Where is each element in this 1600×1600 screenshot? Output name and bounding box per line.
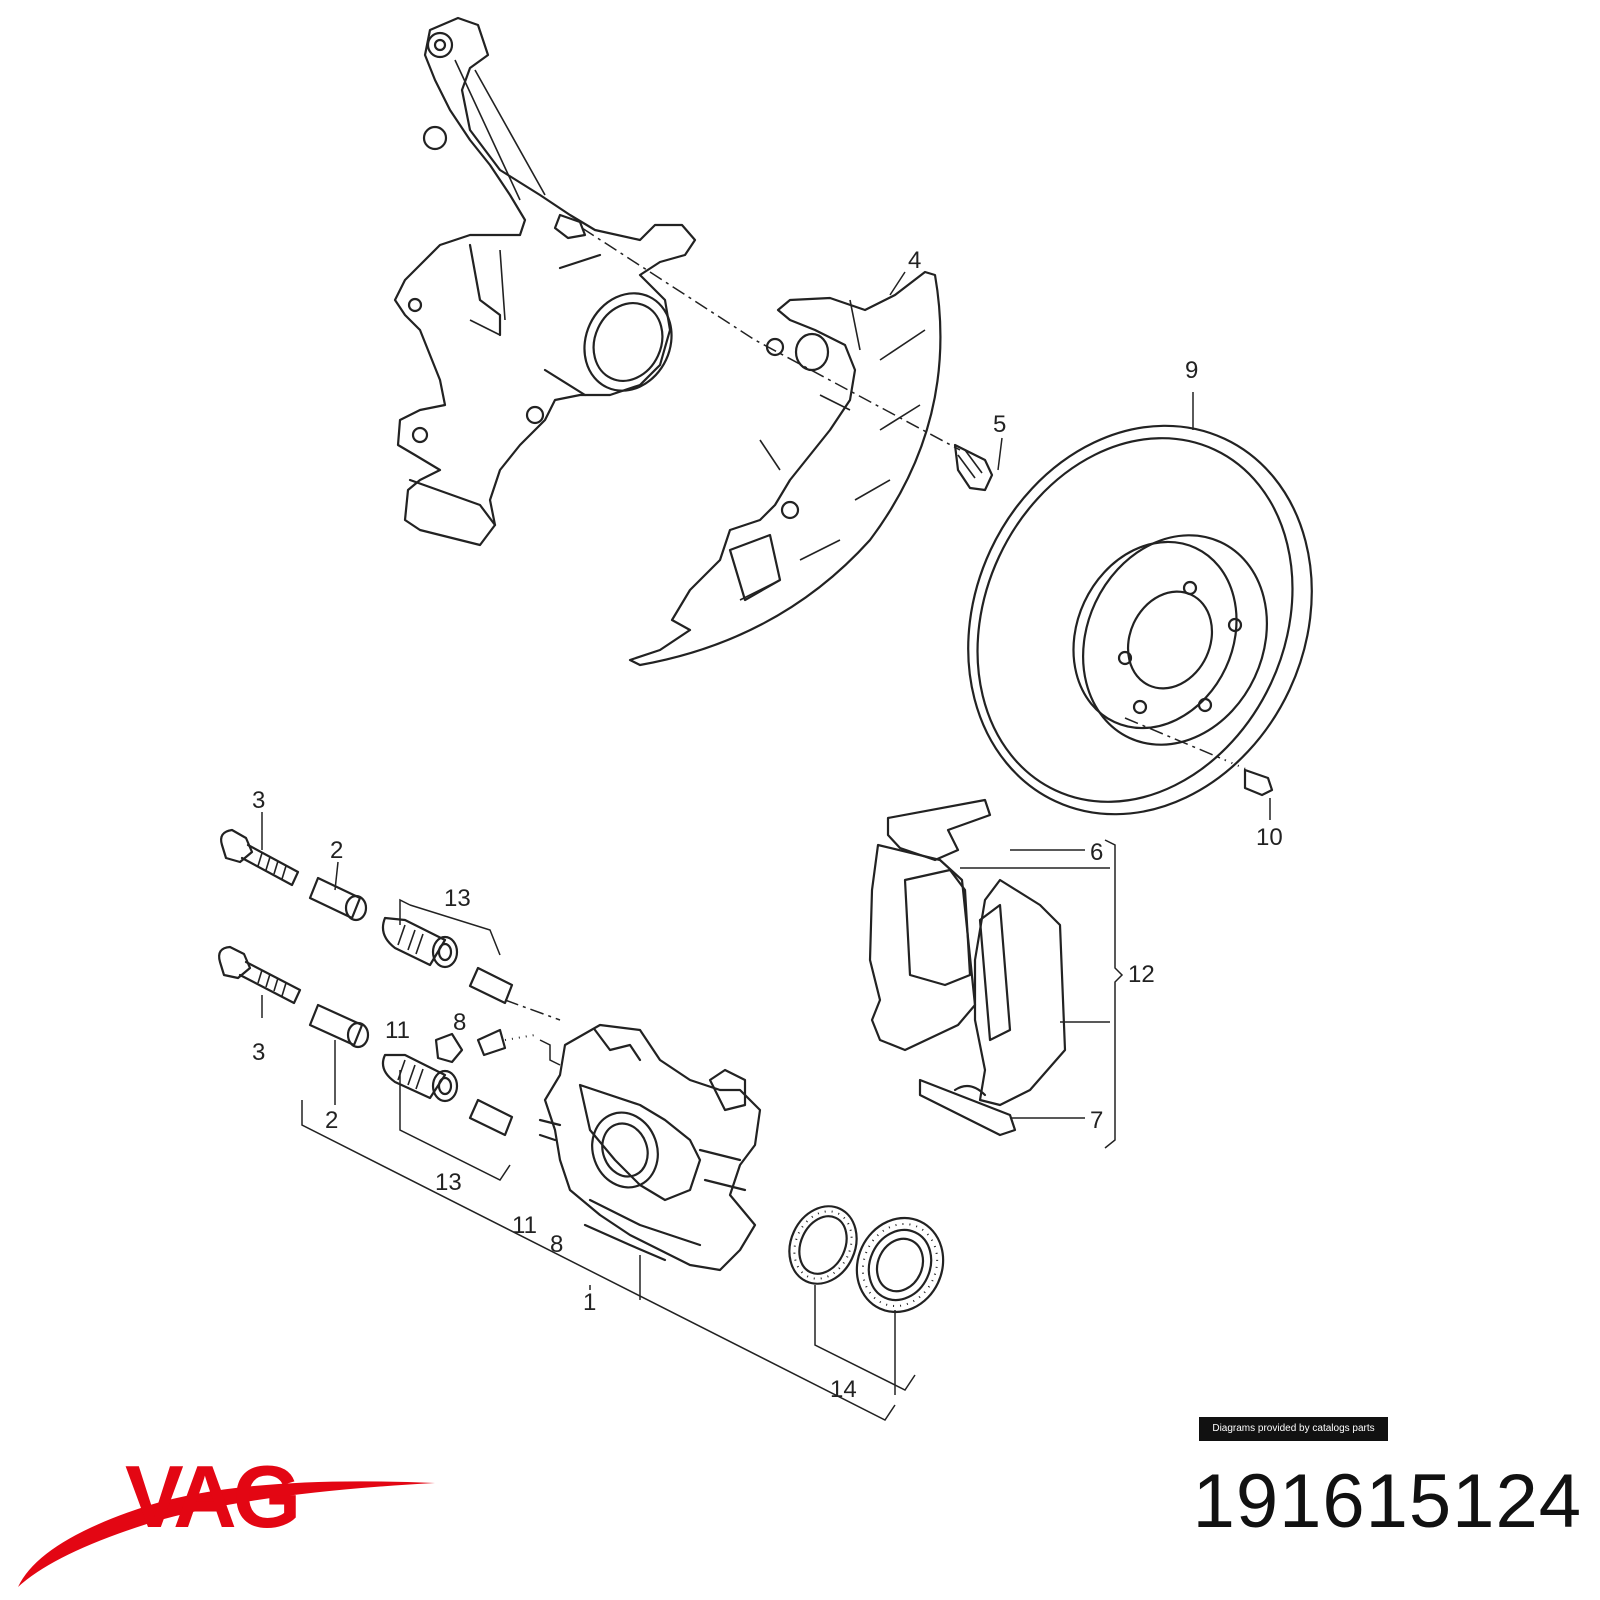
brake-pad-set xyxy=(868,798,1067,1137)
callout-13-upper: 13 xyxy=(444,885,471,912)
bolt-5 xyxy=(953,443,994,492)
callout-3-lower: 3 xyxy=(252,1039,265,1066)
callout-8-upper: 8 xyxy=(453,1009,466,1036)
callout-4: 4 xyxy=(908,247,921,274)
callout-12: 12 xyxy=(1128,961,1155,988)
bushing-kit-upper xyxy=(381,916,514,1005)
callout-3-upper: 3 xyxy=(252,787,265,814)
screw-10 xyxy=(1224,759,1274,797)
callout-14: 14 xyxy=(830,1376,857,1403)
vag-logo-text: VAG xyxy=(125,1447,297,1546)
callout-8-lower: 8 xyxy=(550,1231,563,1258)
brake-caliper xyxy=(538,1023,762,1272)
callout-2-upper: 2 xyxy=(330,837,343,864)
diagram-credit-badge: Diagrams provided by catalogs parts xyxy=(1199,1417,1388,1441)
guide-sleeve-upper xyxy=(308,876,368,922)
callout-labels: 4 5 9 10 6 12 7 3 2 13 3 11 8 2 13 11 8 … xyxy=(252,247,1283,1403)
callout-7: 7 xyxy=(1090,1107,1103,1134)
piston-seal-kit xyxy=(788,1205,945,1314)
assembly-axes xyxy=(504,227,1226,1021)
callout-5: 5 xyxy=(993,411,1006,438)
callout-11-lower: 11 xyxy=(512,1212,537,1239)
vag-logo: VAG xyxy=(18,1447,435,1587)
callout-9: 9 xyxy=(1185,357,1198,384)
callout-11-upper: 11 xyxy=(385,1017,410,1044)
leader-lines xyxy=(261,271,1271,1421)
callout-2-lower: 2 xyxy=(325,1107,338,1134)
steering-knuckle xyxy=(393,16,697,547)
bleed-screw xyxy=(476,1028,536,1057)
callout-10: 10 xyxy=(1256,824,1283,851)
guide-sleeve-lower xyxy=(308,1003,370,1049)
brake-disc xyxy=(967,424,1313,816)
callout-6: 6 xyxy=(1090,839,1103,866)
guide-bolt-lower xyxy=(218,945,302,1005)
callout-1: 1 xyxy=(583,1289,596,1316)
bushing-kit-lower xyxy=(381,1053,514,1137)
callout-13-lower: 13 xyxy=(435,1169,462,1196)
guide-bolt-upper xyxy=(220,828,300,887)
splash-shield xyxy=(628,270,942,667)
dust-cap xyxy=(434,1032,464,1064)
part-number: 191615124 xyxy=(1192,1459,1582,1544)
